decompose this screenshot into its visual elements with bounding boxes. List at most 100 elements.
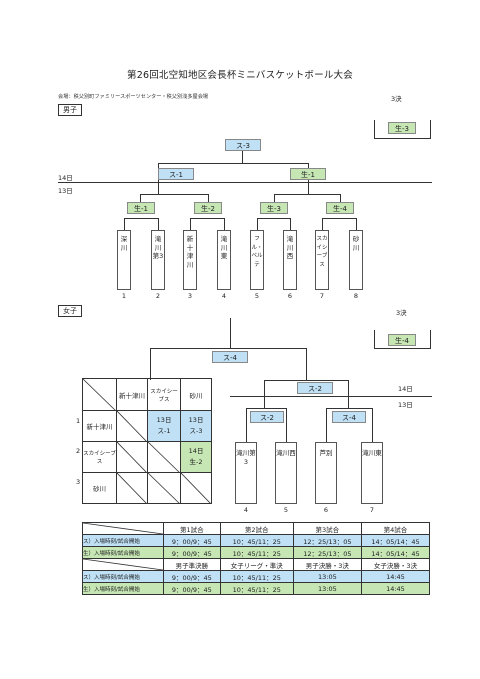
- boys-qf-tag-1: 生-1: [127, 202, 155, 214]
- league-row-index-1: 1: [76, 417, 81, 425]
- league-cell-1-3-court: ス-3: [189, 427, 203, 435]
- boys-qf-tag-4: 生-4: [326, 202, 354, 214]
- league-row-header-3: 砂川: [82, 472, 117, 504]
- girls-team-num-6: 6: [323, 506, 329, 514]
- girls-final-tag: ス-4: [212, 351, 248, 363]
- league-cell-2-3: 14日生-2: [180, 441, 212, 473]
- league-cell-1-3-day: 13日: [188, 416, 204, 424]
- schedule-row2-cell-1: 9：00/9：45: [163, 546, 221, 559]
- girls-third-label: 3決: [396, 309, 407, 317]
- boys-semi-left-tag: ス-1: [158, 168, 194, 180]
- girls-team-num-4: 4: [243, 506, 249, 514]
- schedule-row4-label: 生）入場時刻/試合開始: [82, 582, 164, 595]
- schedule-row4-cell-3: 13:05: [292, 582, 362, 595]
- girls-team-4: 滝川第3: [235, 442, 257, 504]
- girls-third-tag: 生-4: [388, 334, 416, 346]
- schedule-row4-cell-2: 10：45/11：25: [219, 582, 294, 595]
- schedule-head2-4: 女子決勝・3決: [360, 558, 431, 571]
- girls-final-stem: [230, 318, 231, 348]
- boys-team-5: フル・ベルテ: [250, 230, 264, 290]
- schedule-row2-cell-2: 10：45/11：25: [219, 546, 294, 559]
- schedule-head2-3: 男子決勝・3決: [292, 558, 362, 571]
- boys-team-num-2: 2: [155, 292, 161, 300]
- boys-third-bracket-base: [374, 138, 431, 139]
- boys-qf-tag-3: 生-3: [260, 202, 288, 214]
- league-cell-1-2-court: ス-1: [157, 427, 171, 435]
- boys-team-3: 新十津川: [183, 230, 197, 290]
- boys-team-4: 滝川東: [217, 230, 231, 290]
- league-row-index-2: 2: [76, 447, 81, 455]
- boys-team-num-4: 4: [221, 292, 227, 300]
- league-table: 新十津川 スカイシーブス 砂川 新十津川 13日ス-1 13日ス-3 スカイシー…: [82, 378, 212, 504]
- schedule-head1-4: 第4試合: [360, 522, 431, 535]
- girls-day14: 14日: [398, 385, 413, 393]
- league-cell-1-2: 13日ス-1: [147, 410, 181, 442]
- girls-semi-tag: ス-2: [297, 382, 333, 394]
- league-row-index-3: 3: [76, 478, 81, 486]
- schedule-row3-cell-4: 14:45: [360, 570, 431, 583]
- venue-text: 会場：秩父別町ファミリースポーツセンター・秩父別浅多屋会場: [58, 94, 209, 100]
- boys-final-stem: [242, 151, 243, 163]
- schedule-row3-label: ス）入場時刻/試合開始: [82, 570, 164, 583]
- schedule-head2-2: 女子リーグ・準決: [219, 558, 294, 571]
- girls-sub-left-tag: ス-2: [250, 411, 284, 423]
- boys-team-1: 深川: [117, 230, 131, 290]
- schedule-corner-1: [82, 522, 164, 535]
- schedule-row4-cell-1: 9：00/9：45: [163, 582, 221, 595]
- boys-team-num-6: 6: [287, 292, 293, 300]
- girls-day13: 13日: [398, 401, 413, 409]
- boys-third-bracket-right: [430, 120, 431, 138]
- boys-third-bracket-left: [374, 120, 375, 138]
- league-cell-2-3-court: 生-2: [189, 458, 203, 466]
- schedule-row1-cell-1: 9：00/9：45: [163, 534, 221, 547]
- league-diagonal: [83, 379, 116, 411]
- schedule-head1-1: 第1試合: [163, 522, 221, 535]
- girls-sub-right-tag: ス-4: [332, 411, 366, 423]
- boys-final-tag: ス-3: [225, 139, 261, 151]
- league-col-header-1: 新十津川: [116, 378, 148, 411]
- league-cell-3-2: [147, 472, 181, 504]
- schedule-row3-cell-3: 13:05: [292, 570, 362, 583]
- boys-section-label: 男子: [58, 104, 82, 116]
- boys-team-num-8: 8: [353, 292, 359, 300]
- schedule-row1-label: ス）入場時刻/試合開始: [82, 534, 164, 547]
- schedule-row4-cell-4: 14:45: [360, 582, 431, 595]
- boys-day14: 14日: [58, 174, 73, 182]
- boys-qf-tag-2: 生-2: [194, 202, 222, 214]
- girls-team-num-7: 7: [369, 506, 375, 514]
- boys-final-bar: [158, 163, 308, 164]
- schedule-row2-cell-4: 14：05/14：45: [360, 546, 431, 559]
- schedule-head1-2: 第2試合: [219, 522, 294, 535]
- boys-team-7: スカイシーブス: [315, 230, 329, 290]
- girls-section-label: 女子: [58, 305, 82, 317]
- league-corner-cell: [82, 378, 117, 411]
- league-cell-self-1: [116, 410, 148, 442]
- boys-team-8: 砂川: [349, 230, 363, 290]
- girls-team-6: 芦別: [315, 442, 337, 504]
- league-col-header-3: 砂川: [180, 378, 212, 411]
- schedule-row3-cell-1: 9：00/9：45: [163, 570, 221, 583]
- league-cell-2-1: [116, 441, 148, 473]
- schedule-row1-cell-2: 10：45/11：25: [219, 534, 294, 547]
- boys-team-num-3: 3: [187, 292, 193, 300]
- schedule-row2-cell-3: 12：25/13：05: [292, 546, 362, 559]
- league-row-header-2: スカイシーブス: [82, 441, 117, 473]
- league-cell-self-3: [180, 472, 212, 504]
- league-cell-1-3: 13日ス-3: [180, 410, 212, 442]
- schedule-row1-cell-3: 12：25/13：05: [292, 534, 362, 547]
- schedule-row1-cell-4: 14：05/14：45: [360, 534, 431, 547]
- league-cell-self-2: [147, 441, 181, 473]
- schedule-row3-cell-2: 10：45/11：25: [219, 570, 294, 583]
- league-col-header-2: スカイシーブス: [147, 378, 181, 411]
- schedule-head2-1: 男子準決勝: [163, 558, 221, 571]
- girls-day-divider: [230, 396, 432, 397]
- girls-final-bar: [150, 348, 306, 349]
- league-cell-3-1: [116, 472, 148, 504]
- league-cell-2-3-day: 14日: [188, 447, 204, 455]
- league-row-header-1: 新十津川: [82, 410, 117, 442]
- schedule-corner-2: [82, 558, 164, 571]
- boys-day13: 13日: [58, 187, 73, 195]
- girls-team-5: 滝川西: [275, 442, 297, 504]
- boys-semi-right-tag: 生-1: [290, 168, 326, 180]
- schedule-row2-label: 生）入場時刻/試合開始: [82, 546, 164, 559]
